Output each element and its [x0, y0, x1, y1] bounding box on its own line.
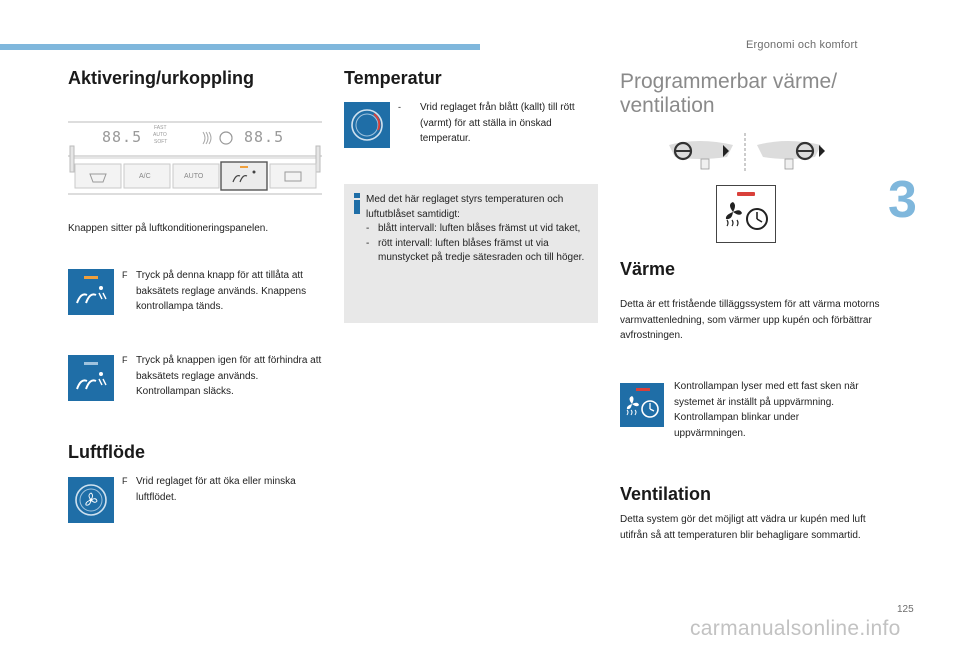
panel-button-auto[interactable]: AUTO [184, 173, 204, 180]
info-list-item: -blått intervall: luften blåses främst u… [366, 223, 581, 234]
step-mark: F [122, 476, 128, 486]
step-airflow: F Vrid reglaget för att öka eller minska… [122, 474, 312, 505]
temperature-dial-icon [351, 109, 383, 141]
step-mark: - [398, 102, 401, 112]
fan-icon [725, 202, 742, 220]
rear-controls-tile-off [68, 355, 114, 401]
fan-timer-icon [725, 192, 768, 230]
heating-lamp-tile [620, 383, 664, 427]
info-intro: Med det här reglaget styrs temperaturen … [366, 194, 564, 220]
programmable-heating-symbol [716, 185, 776, 243]
activation-heading: Aktivering/urkoppling [68, 68, 255, 88]
fan-speed-icon [219, 131, 233, 145]
heating-lamp-description: Kontrollampan lyser med ett fast sken nä… [674, 381, 859, 439]
info-box: Med det här reglaget styrs temperaturen … [344, 184, 598, 323]
left-temperature-display: 88.5 [102, 128, 143, 146]
airflow-heading: Luftflöde [68, 442, 145, 462]
right-temperature-display: 88.5 [244, 128, 285, 146]
fan-dial-tile [68, 477, 114, 523]
header-rule [0, 44, 480, 50]
chapter-title: Ergonomi och komfort [746, 39, 858, 51]
panel-caption: Knappen sitter på luftkonditioneringspan… [68, 223, 269, 234]
step-mark: F [122, 270, 128, 280]
fast-mode-label: FAST [154, 125, 167, 131]
auto-mode-label: AUTO [153, 132, 167, 138]
windscreen-demist-icon [284, 171, 302, 182]
steering-wheel-illustration [667, 131, 827, 175]
rear-seat-controls-icon [232, 170, 256, 183]
step-text: Tryck på denna knapp för att tillåta att… [136, 270, 307, 312]
soft-mode-label: SOFT [154, 139, 168, 145]
rear-seat-controls-icon [76, 362, 107, 390]
page-number: 125 [897, 604, 914, 615]
temperature-heading: Temperatur [344, 68, 442, 88]
rear-seat-controls-icon [76, 276, 107, 304]
step-text: Tryck på knappen igen för att förhindra … [136, 355, 322, 397]
fan-timer-icon [626, 388, 659, 418]
step-temperature: - Vrid reglaget från blått (kallt) till … [398, 100, 588, 147]
info-list-item: -rött intervall: luften blåses främst ut… [366, 237, 585, 264]
panel-button-ac[interactable]: A/C [139, 173, 151, 180]
step-enable-rear-controls: F Tryck på denna knapp för att tillåta a… [122, 268, 312, 315]
programmable-heading-line1: Programmerbar värme/ [620, 70, 838, 93]
chapter-number: 3 [888, 171, 917, 229]
ventilation-heading: Ventilation [620, 484, 712, 504]
info-icon [353, 193, 361, 214]
climate-control-panel: 88.5 88.5 FAST AUTO SOFT A/C AUTO [68, 116, 322, 196]
watermark: carmanualsonline.info [690, 617, 901, 640]
fan-dial-icon [75, 484, 107, 516]
rear-controls-tile-on [68, 269, 114, 315]
programmable-heading-line2: ventilation [620, 94, 715, 118]
programmable-heading: Programmerbar värme/ ventilation [620, 70, 837, 118]
rear-windscreen-icon [89, 173, 107, 183]
step-text: Vrid reglaget för att öka eller minska l… [136, 476, 296, 503]
step-text: Vrid reglaget från blått (kallt) till rö… [420, 102, 575, 144]
step-mark: F [122, 355, 128, 365]
clock-icon [746, 208, 768, 230]
ventilation-description: Detta system gör det möjligt att vädra u… [620, 514, 866, 541]
heating-heading: Värme [620, 259, 676, 279]
air-direction-icon [202, 131, 212, 145]
temperature-dial-tile [344, 102, 390, 148]
step-disable-rear-controls: F Tryck på knappen igen för att förhindr… [122, 353, 322, 400]
heating-description: Detta är ett fristående tilläggssystem f… [620, 299, 880, 341]
info-text: Med det här reglaget styrs temperaturen … [366, 193, 592, 266]
